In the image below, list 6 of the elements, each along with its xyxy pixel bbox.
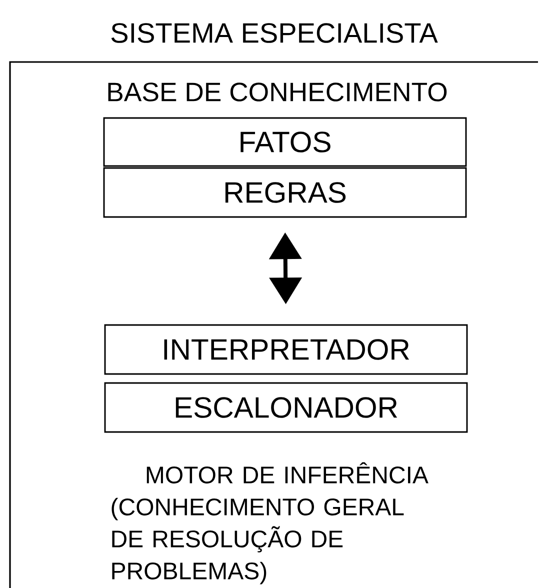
component-box: INTERPRETADOR <box>104 324 468 375</box>
component-box: REGRAS <box>103 167 467 218</box>
section-label: MOTOR DE INFERÊNCIA (CONHECIMENTO GERAL DE RESOLUÇÃO DE PROBLEMAS) <box>112 462 428 584</box>
component-box: FATOS <box>103 117 467 167</box>
component-box: ESCALONADOR <box>104 382 468 433</box>
section-label: BASE DE CONHECIMENTO <box>108 82 447 102</box>
